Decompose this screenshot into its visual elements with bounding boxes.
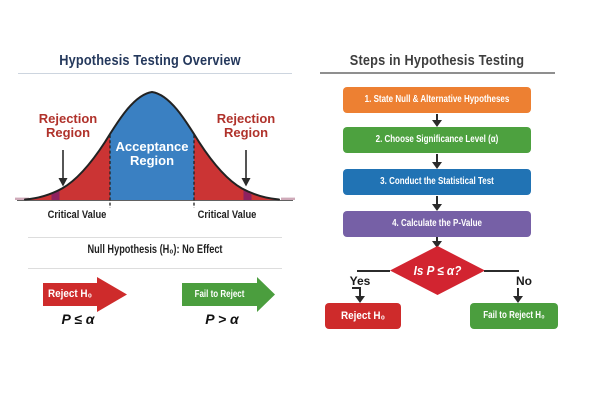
reject-outcome-box: Reject H₀ xyxy=(325,303,401,329)
flow-arrow-2-line xyxy=(436,154,438,162)
rejection-left-line1: Rejection xyxy=(38,111,98,126)
reject-arrow-label: Reject H₀ xyxy=(47,288,93,300)
yes-arrow-icon xyxy=(355,296,365,303)
yes-arrow-line xyxy=(359,288,361,297)
down-arrow-left-icon xyxy=(58,150,68,187)
reject-condition: P ≤ α xyxy=(61,311,95,327)
reject-outcome-label: Reject H₀ xyxy=(340,310,386,322)
flow-arrow-4-icon xyxy=(432,241,442,248)
rejection-region-label-right: Rejection Region xyxy=(196,112,296,140)
decision-diamond-shape xyxy=(390,246,485,295)
acceptance-line1: Acceptance xyxy=(115,139,189,154)
flow-arrow-3-line xyxy=(436,196,438,204)
critical-tail-band-right xyxy=(243,190,252,200)
left-title-divider xyxy=(18,73,292,74)
bell-outline xyxy=(24,90,280,201)
reject-arrow: Reject H₀ xyxy=(43,277,127,312)
down-arrow-right-icon xyxy=(241,150,251,187)
yes-branch-line xyxy=(357,270,390,272)
no-arrow-icon xyxy=(513,296,523,303)
bell-curve-diagram xyxy=(15,90,295,208)
divider-above-null xyxy=(28,237,282,238)
critical-value-label-right: Critical Value xyxy=(197,209,257,221)
flow-arrow-2-icon xyxy=(432,162,442,169)
acceptance-region-label: Acceptance Region xyxy=(102,140,202,168)
step-box-3: 3. Conduct the Statistical Test xyxy=(343,169,531,195)
step-box-1: 1. State Null & Alternative Hypotheses xyxy=(343,87,531,113)
step-box-4: 4. Calculate the P-Value xyxy=(343,211,531,237)
right-panel-title: Steps in Hypothesis Testing xyxy=(349,52,525,69)
critical-value-label-left: Critical Value xyxy=(47,209,107,221)
flow-arrow-1-icon xyxy=(432,120,442,127)
acceptance-region-fill xyxy=(110,92,194,200)
rejection-right-line2: Region xyxy=(223,125,269,140)
divider-below-null xyxy=(28,268,282,269)
null-hypothesis-text: Null Hypothesis (H₀): No Effect xyxy=(87,244,223,256)
rejection-right-line1: Rejection xyxy=(216,111,276,126)
flow-arrow-1-line xyxy=(436,114,438,120)
step-3-label: 3. Conduct the Statistical Test xyxy=(380,176,494,187)
fail-arrow: Fail to Reject H₀ xyxy=(182,277,275,335)
acceptance-line2: Region xyxy=(129,153,175,168)
step-1-label: 1. State Null & Alternative Hypotheses xyxy=(364,94,510,105)
fail-arrow-label: Fail to Reject H₀ xyxy=(194,289,245,335)
decision-label: Is P ≤ α? xyxy=(413,263,462,278)
fail-outcome-box: Fail to Reject H₀ xyxy=(470,303,558,329)
no-branch-line xyxy=(484,270,519,272)
yes-label: Yes xyxy=(349,274,371,288)
right-title-divider xyxy=(320,72,555,74)
step-box-2: 2. Choose Significance Level (α) xyxy=(343,127,531,153)
step-2-label: 2. Choose Significance Level (α) xyxy=(375,134,499,145)
critical-tail-band-left xyxy=(51,190,60,200)
decision-diamond xyxy=(390,246,485,295)
yes-label-underline xyxy=(352,287,361,289)
flow-arrow-4-line xyxy=(436,237,438,241)
no-arrow-line xyxy=(517,288,519,297)
fail-outcome-label: Fail to Reject H₀ xyxy=(483,310,545,321)
step-4-label: 4. Calculate the P-Value xyxy=(392,218,482,229)
left-panel-title: Hypothesis Testing Overview xyxy=(59,52,241,69)
rejection-left-line2: Region xyxy=(45,125,91,140)
fail-condition: P > α xyxy=(205,311,239,327)
rejection-region-label-left: Rejection Region xyxy=(18,112,118,140)
no-label: No xyxy=(516,274,532,288)
tail-fade-left xyxy=(15,197,29,200)
flow-arrow-3-icon xyxy=(432,204,442,211)
tail-fade-right xyxy=(281,197,295,200)
